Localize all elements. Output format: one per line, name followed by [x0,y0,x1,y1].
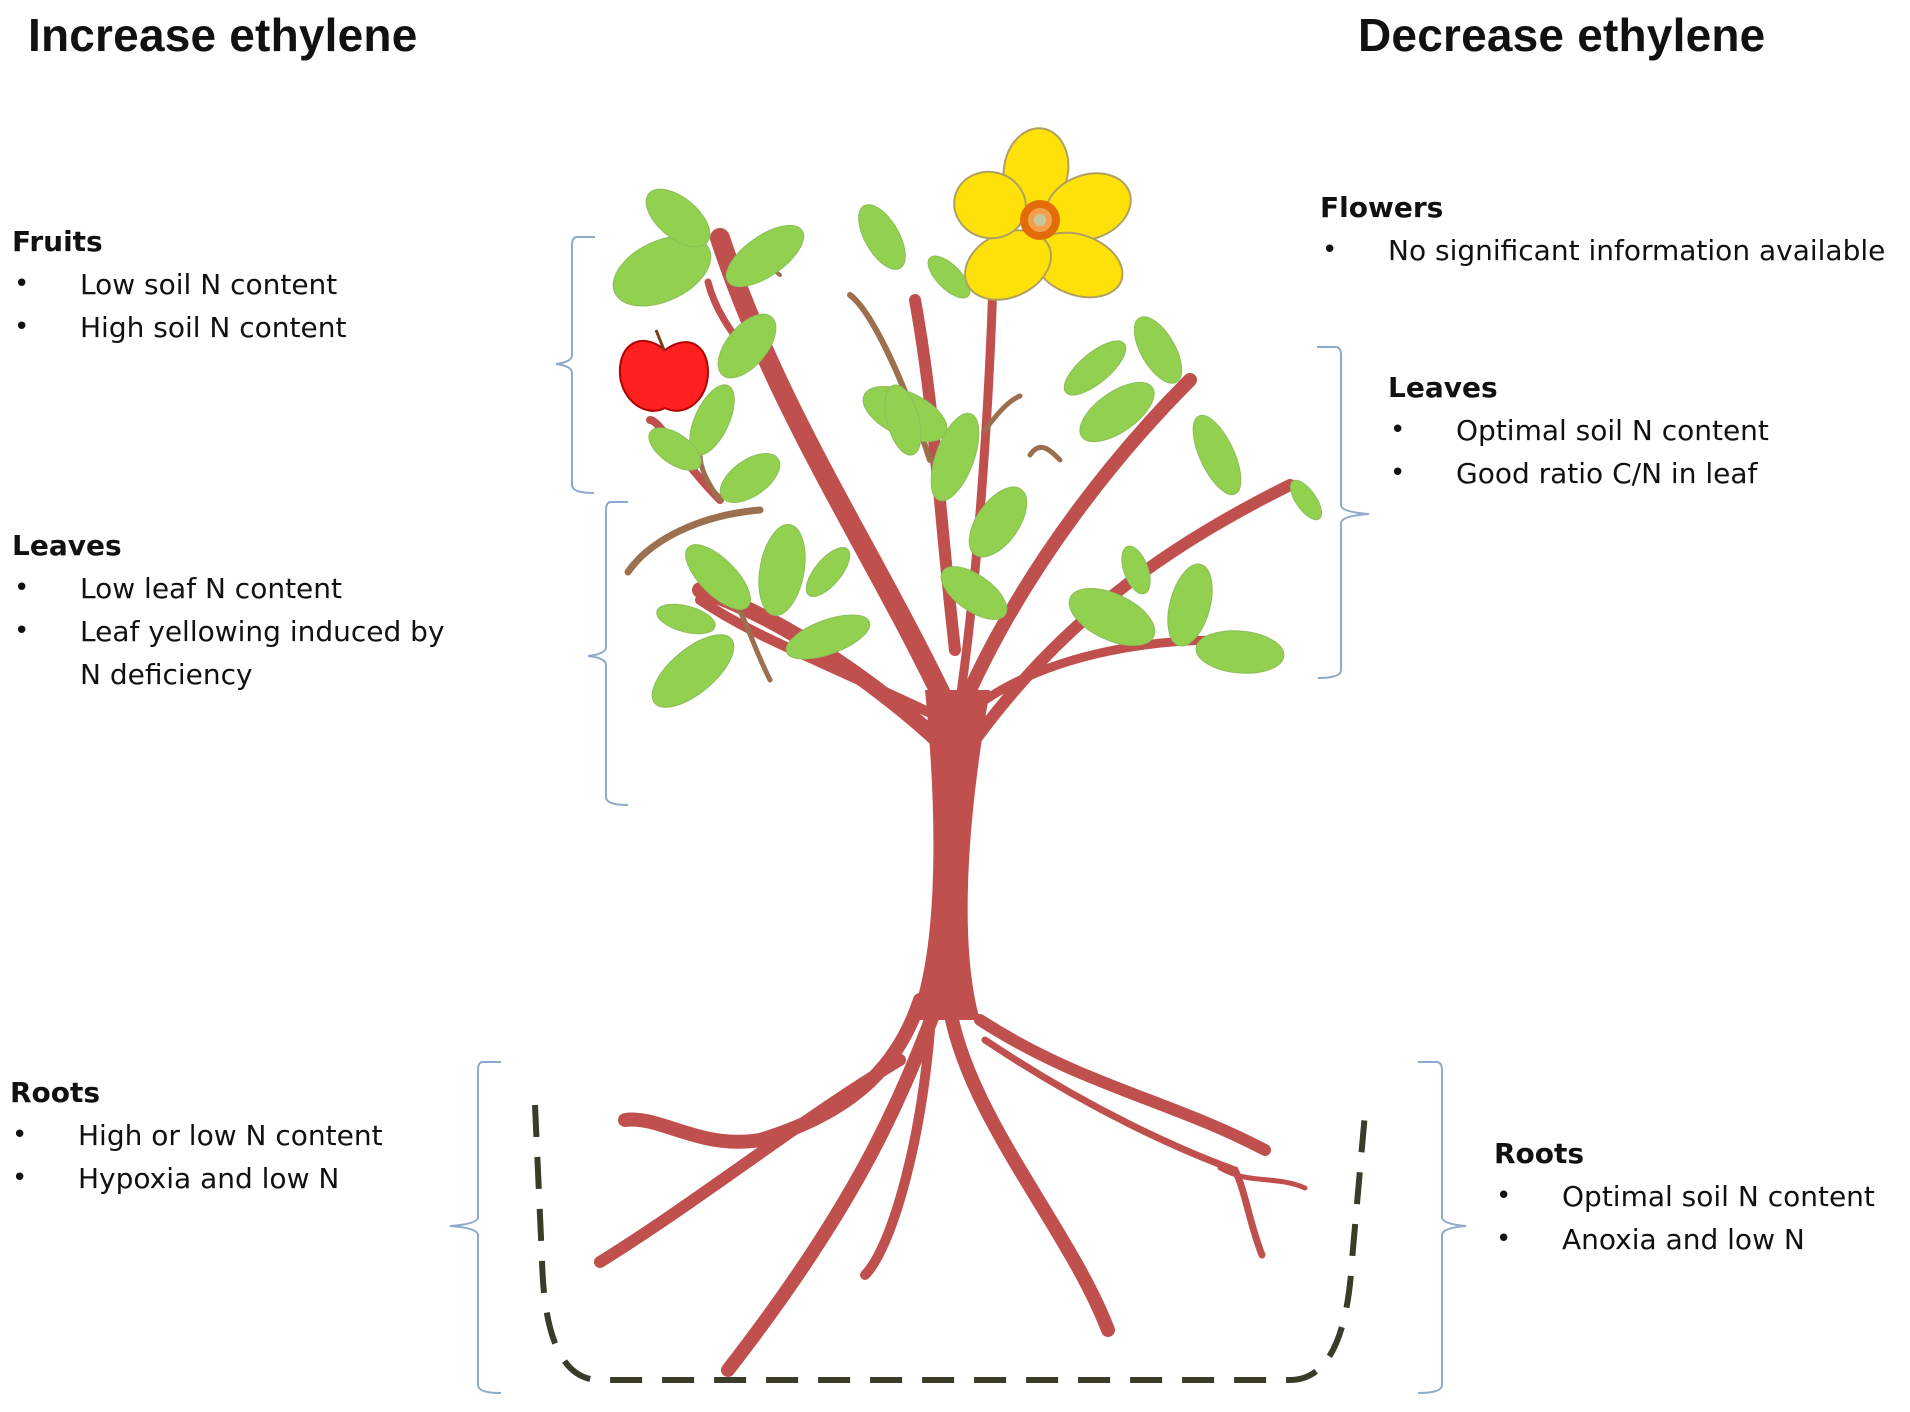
increase-leaves-title: Leaves [12,529,122,562]
increase-leaves-group: Leaves Low leaf N content Leaf yellowing… [12,524,472,696]
decrease-roots-title: Roots [1494,1137,1585,1170]
decrease-flowers-group: Flowers No significant information avail… [1320,186,1885,272]
list-item: Leaf yellowing induced by N deficiency [12,610,472,696]
list-item: No significant information available [1320,229,1885,272]
list-item: Hypoxia and low N [10,1157,383,1200]
apple-icon [618,329,710,412]
decrease-ethylene-heading: Decrease ethylene [1358,9,1766,61]
list-item: Optimal soil N content [1388,409,1769,452]
increase-roots-title: Roots [10,1076,101,1109]
pot-outline [532,1101,1369,1383]
list-item: High soil N content [12,306,346,349]
decrease-leaves-group: Leaves Optimal soil N content Good ratio… [1388,366,1769,495]
list-item: Low soil N content [12,263,346,306]
decrease-roots-group: Roots Optimal soil N content Anoxia and … [1494,1132,1875,1261]
branches-illustration [646,228,1296,768]
list-item: Anoxia and low N [1494,1218,1875,1261]
decrease-leaves-title: Leaves [1388,371,1498,404]
flower-icon [953,127,1132,301]
increase-roots-group: Roots High or low N content Hypoxia and … [10,1071,383,1200]
list-item: Low leaf N content [12,567,472,610]
list-item: Optimal soil N content [1494,1175,1875,1218]
roots-illustration [594,993,1308,1377]
increase-fruits-group: Fruits Low soil N content High soil N co… [12,220,346,349]
decrease-flowers-title: Flowers [1320,191,1444,224]
trunk-illustration [910,690,990,1020]
bracket [449,236,1467,1394]
leaves-illustration [612,188,1323,708]
list-item: High or low N content [10,1114,383,1157]
increase-fruits-title: Fruits [12,225,103,258]
list-item: Good ratio C/N in leaf [1388,452,1769,495]
increase-ethylene-heading: Increase ethylene [28,9,418,61]
